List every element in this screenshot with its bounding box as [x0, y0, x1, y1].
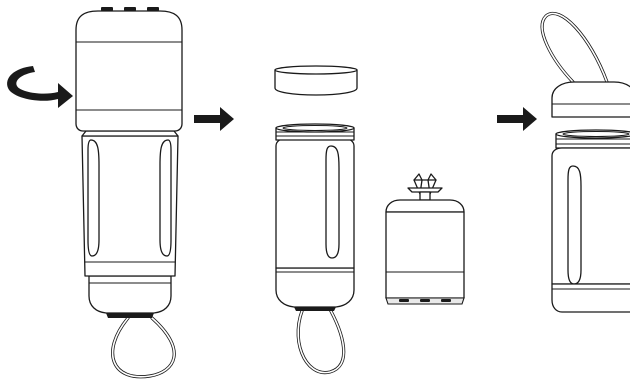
base-button-1	[399, 299, 409, 302]
blender-lid	[76, 11, 182, 131]
base-foot	[106, 313, 154, 318]
bottle-body	[552, 148, 630, 284]
lid-button-2	[124, 7, 136, 11]
cap-strap	[542, 13, 607, 82]
motor-base-top	[386, 200, 464, 212]
bottle-base	[552, 284, 630, 312]
bottle-thread	[556, 130, 630, 148]
right-arrow-icon	[194, 107, 234, 131]
lid-button-1	[101, 7, 113, 11]
cup-window-left	[88, 140, 99, 256]
blade-assembly	[386, 174, 464, 304]
cup-window	[326, 146, 339, 258]
bottle-window	[568, 166, 581, 284]
base-button-2	[420, 299, 430, 302]
bottom-strap	[113, 318, 175, 377]
step-3-bottle-with-cap	[542, 13, 630, 312]
lid-button-3	[147, 7, 159, 11]
right-arrow-icon	[497, 107, 537, 131]
cup-strap	[298, 304, 344, 373]
base-button-3	[441, 299, 451, 302]
cup-window-right	[160, 140, 171, 256]
motor-base	[386, 212, 464, 298]
rotate-arrow-icon	[7, 66, 73, 108]
step-2-disassembled	[275, 66, 464, 373]
blender-base	[89, 276, 171, 313]
sealing-ring	[275, 66, 357, 95]
step-1-assembled-blender	[7, 7, 182, 377]
cup-base	[276, 268, 354, 307]
bottle-cap	[552, 82, 630, 117]
cup-body	[276, 138, 354, 268]
cup-thread	[276, 124, 354, 140]
